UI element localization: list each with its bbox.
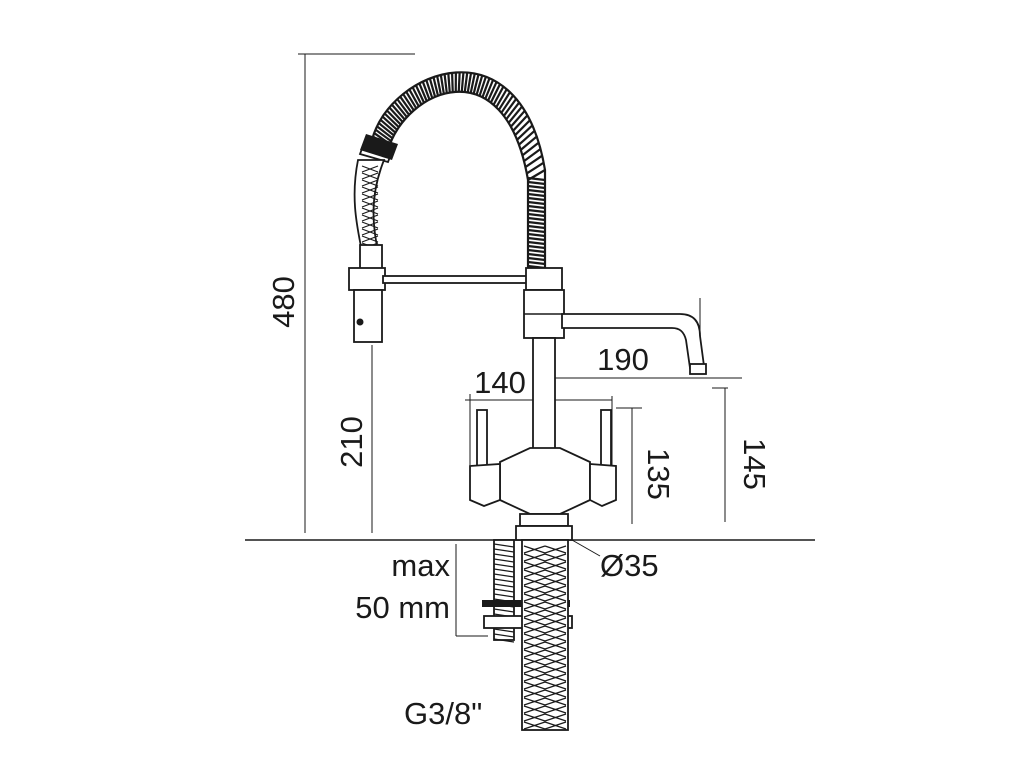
spring-coil [370, 71, 547, 270]
dim-140-label: 140 [474, 365, 526, 400]
faucet-body [523, 267, 565, 451]
mixer-block [469, 409, 617, 541]
pull-down-hose [353, 134, 398, 270]
dim-diameter-label: Ø35 [600, 548, 659, 583]
dim-210-label: 210 [334, 416, 369, 468]
dim-190-label: 190 [597, 342, 649, 377]
fixed-spout [561, 313, 707, 375]
holder-arm [382, 275, 530, 284]
dim-480-label: 480 [266, 276, 301, 328]
dim-50mm-label: 50 mm [355, 590, 450, 625]
dim-145-label: 145 [737, 438, 772, 490]
dim-max-label: max [391, 548, 450, 583]
dim-135-label: 135 [641, 448, 676, 500]
thread-size-label: G3/8" [404, 696, 482, 731]
spray-head [348, 267, 386, 343]
under-deck-fittings [482, 539, 573, 731]
